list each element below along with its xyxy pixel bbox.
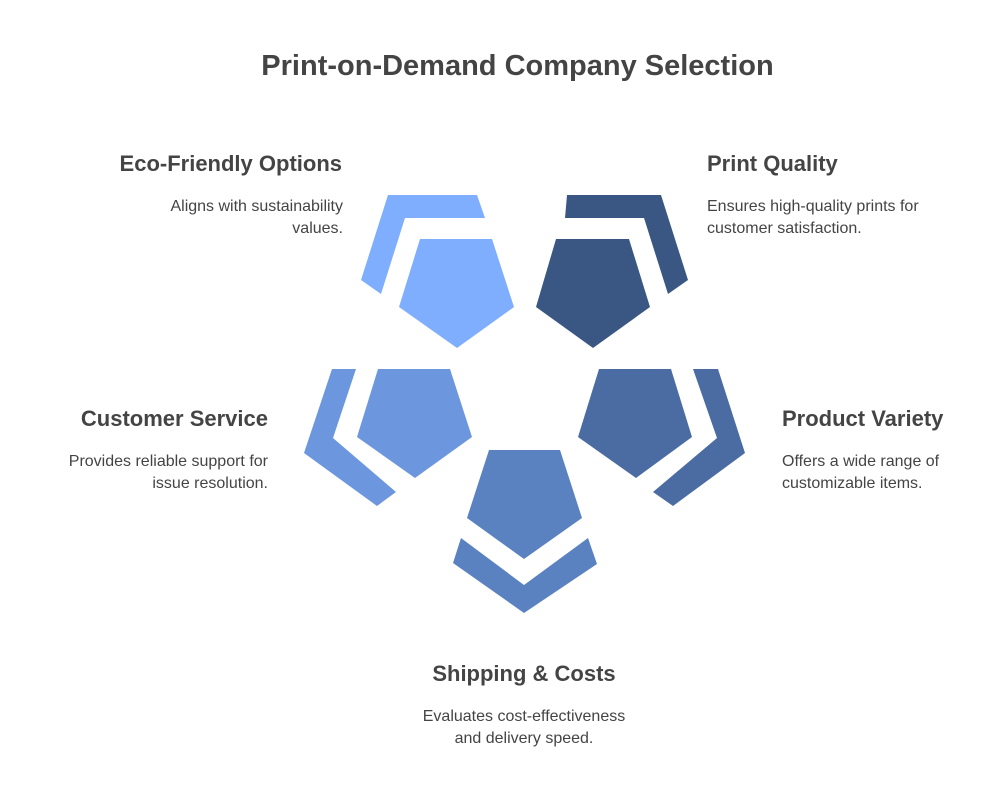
- customer-service-shape: [304, 369, 472, 506]
- product-variety-pentagon: [578, 369, 692, 478]
- print-quality-description: Ensures high-quality prints for customer…: [707, 196, 919, 240]
- shipping-costs-band: [453, 538, 597, 613]
- shipping-costs-shape: [453, 450, 597, 613]
- product-variety-shape: [578, 369, 745, 506]
- eco-friendly-shape: [361, 195, 514, 348]
- print-quality-desc-line: Ensures high-quality prints for: [707, 198, 919, 215]
- customer-service-desc-line: issue resolution.: [152, 475, 268, 492]
- shipping-costs-description: Evaluates cost-effectiveness and deliver…: [374, 706, 674, 750]
- product-variety-desc-line: customizable items.: [782, 475, 923, 492]
- print-quality-band: [565, 195, 688, 294]
- print-quality-heading: Print Quality: [707, 151, 838, 176]
- customer-service-desc-line: Provides reliable support for: [68, 453, 268, 470]
- eco-friendly-description: Aligns with sustainability values.: [170, 196, 343, 240]
- shipping-costs-desc-line: Evaluates cost-effectiveness: [422, 708, 626, 725]
- customer-service-pentagon: [357, 369, 472, 478]
- product-variety-heading: Product Variety: [782, 406, 944, 431]
- print-quality-pentagon: [536, 239, 650, 348]
- product-variety-band: [653, 369, 745, 506]
- customer-service-band: [304, 369, 396, 506]
- eco-friendly-pentagon: [399, 239, 514, 348]
- print-quality-desc-line: customer satisfaction.: [707, 220, 862, 237]
- customer-service-description: Provides reliable support for issue reso…: [69, 451, 268, 495]
- product-variety-description: Offers a wide range of customizable item…: [782, 451, 939, 495]
- shipping-costs-desc-line: and delivery speed.: [454, 730, 594, 747]
- print-quality-shape: [536, 195, 688, 348]
- customer-service-heading: Customer Service: [80, 406, 268, 431]
- shipping-costs-heading: Shipping & Costs: [432, 661, 616, 686]
- shipping-costs-pentagon: [467, 450, 582, 559]
- eco-friendly-desc-line: Aligns with sustainability: [170, 198, 343, 215]
- diagram-title: Print-on-Demand Company Selection: [261, 50, 774, 82]
- eco-friendly-desc-line: values.: [292, 220, 343, 237]
- eco-friendly-band: [361, 195, 485, 294]
- eco-friendly-heading: Eco-Friendly Options: [119, 151, 342, 176]
- product-variety-desc-line: Offers a wide range of: [782, 453, 940, 470]
